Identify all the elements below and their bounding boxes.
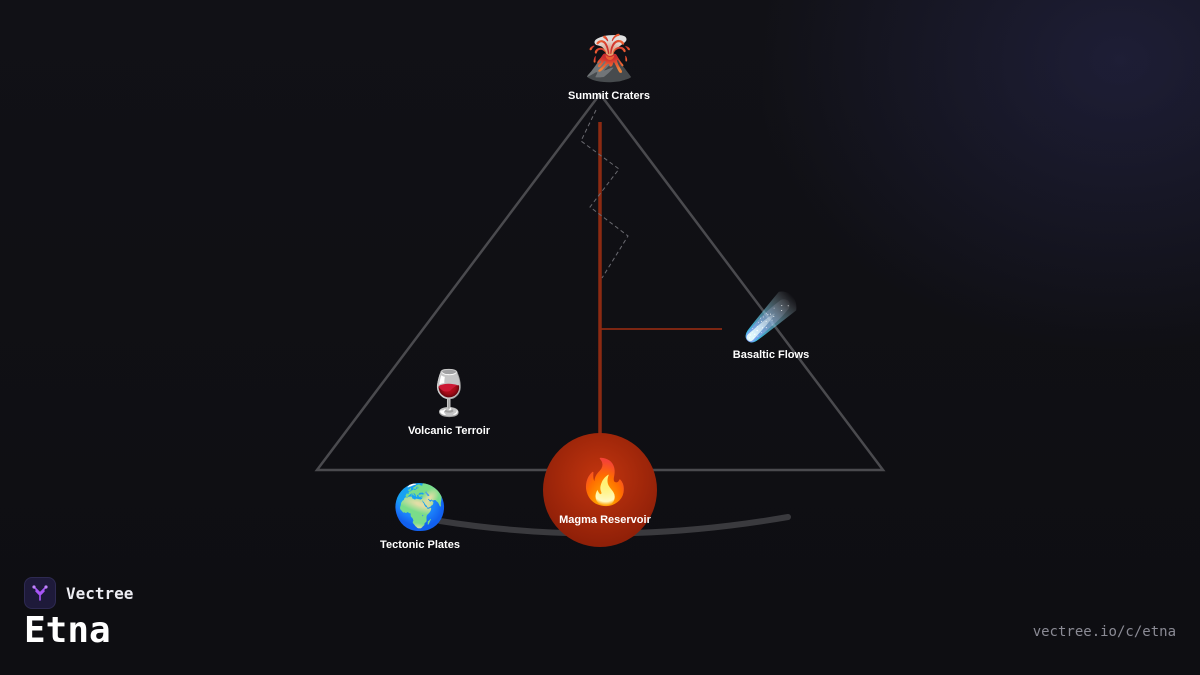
footer-url[interactable]: vectree.io/c/etna (1032, 624, 1176, 640)
magma-reservoir-shape (543, 433, 657, 547)
wine-glass-icon: 🍷 (421, 368, 477, 419)
fire-icon: 🔥 (577, 457, 633, 508)
node-label: Basaltic Flows (732, 349, 810, 361)
volcano-icon: 🌋 (581, 33, 637, 84)
brand[interactable]: Vectree (24, 577, 133, 609)
tree-branch-icon (24, 577, 56, 609)
brand-name: Vectree (66, 583, 134, 603)
comet-icon: ☄️ (743, 292, 799, 343)
eruption-path (580, 109, 629, 279)
node-label: Tectonic Plates (380, 539, 460, 551)
node-label: Magma Reservoir (559, 514, 651, 526)
node-summit-craters[interactable]: 🌋 Summit Craters (568, 33, 650, 103)
node-tectonic-plates[interactable]: 🌍 Tectonic Plates (380, 482, 460, 552)
node-volcanic-terroir[interactable]: 🍷 Volcanic Terroir (407, 368, 491, 438)
node-label: Summit Craters (568, 90, 650, 102)
node-label: Volcanic Terroir (407, 425, 491, 437)
node-basaltic-flows[interactable]: ☄️ Basaltic Flows (732, 292, 810, 362)
page-title: Etna (24, 610, 111, 651)
globe-icon: 🌍 (392, 482, 448, 533)
node-magma-reservoir[interactable]: 🔥 Magma Reservoir (559, 457, 651, 527)
